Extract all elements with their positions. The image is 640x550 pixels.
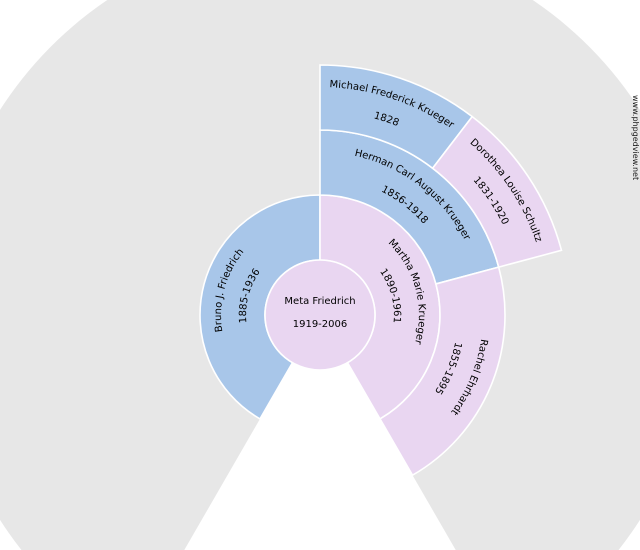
center-person-dates[interactable]: 1919-2006 — [293, 319, 348, 330]
sector-great-grandmother[interactable] — [431, 115, 563, 269]
phpgedview-watermark: www.phpgedview.net — [631, 95, 640, 180]
sector-center-person[interactable] — [264, 259, 376, 371]
sector-grandmother[interactable] — [378, 266, 506, 477]
center-person-name[interactable]: Meta Friedrich — [284, 296, 355, 307]
